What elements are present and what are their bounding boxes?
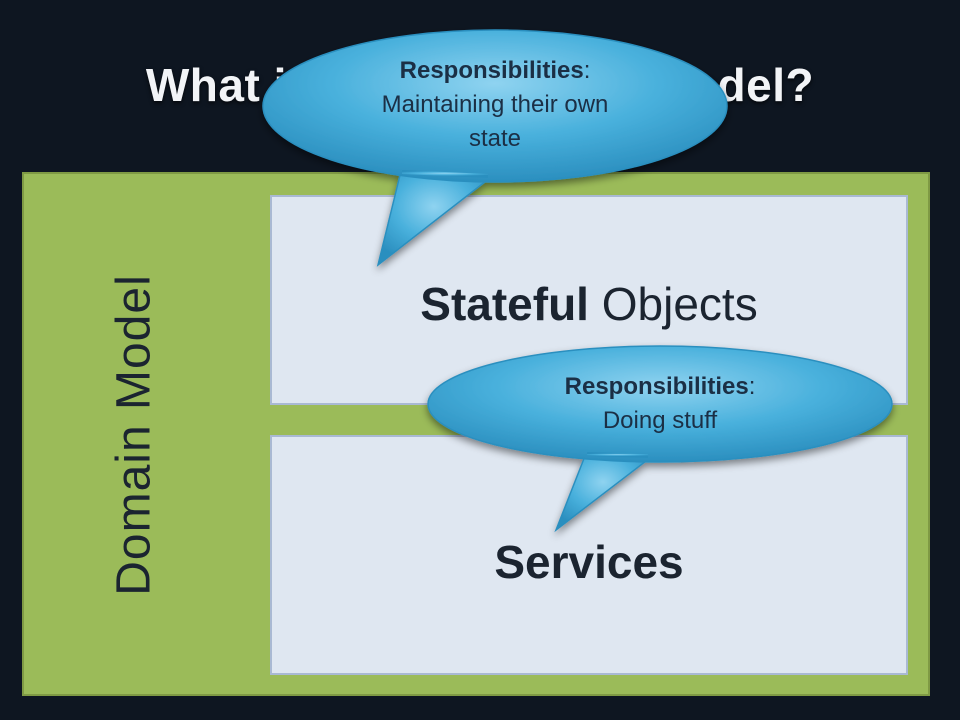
callout-text-state: Responsibilities: Maintaining their own … bbox=[300, 54, 690, 156]
speech-bubble-responsibilities-stuff bbox=[427, 345, 893, 533]
callout-line: Maintaining their own bbox=[381, 91, 609, 118]
responsibilities-label: Responsibilities bbox=[564, 373, 749, 400]
speech-bubble-responsibilities-state bbox=[262, 29, 728, 267]
callout-text-stuff: Responsibilities: Doing stuff bbox=[470, 370, 850, 438]
stateful-word: Stateful bbox=[420, 278, 589, 330]
stateful-objects-label: Stateful Objects bbox=[272, 277, 906, 331]
callout-heading: Responsibilities: bbox=[300, 54, 690, 88]
objects-word: Objects bbox=[588, 278, 758, 330]
callout-heading: Responsibilities: bbox=[470, 370, 850, 404]
colon: : bbox=[583, 57, 591, 84]
callout-line: state bbox=[468, 125, 522, 152]
services-label: Services bbox=[494, 536, 684, 588]
responsibilities-label: Responsibilities bbox=[399, 57, 584, 84]
callout-line: Doing stuff bbox=[602, 407, 718, 434]
colon: : bbox=[748, 373, 756, 400]
